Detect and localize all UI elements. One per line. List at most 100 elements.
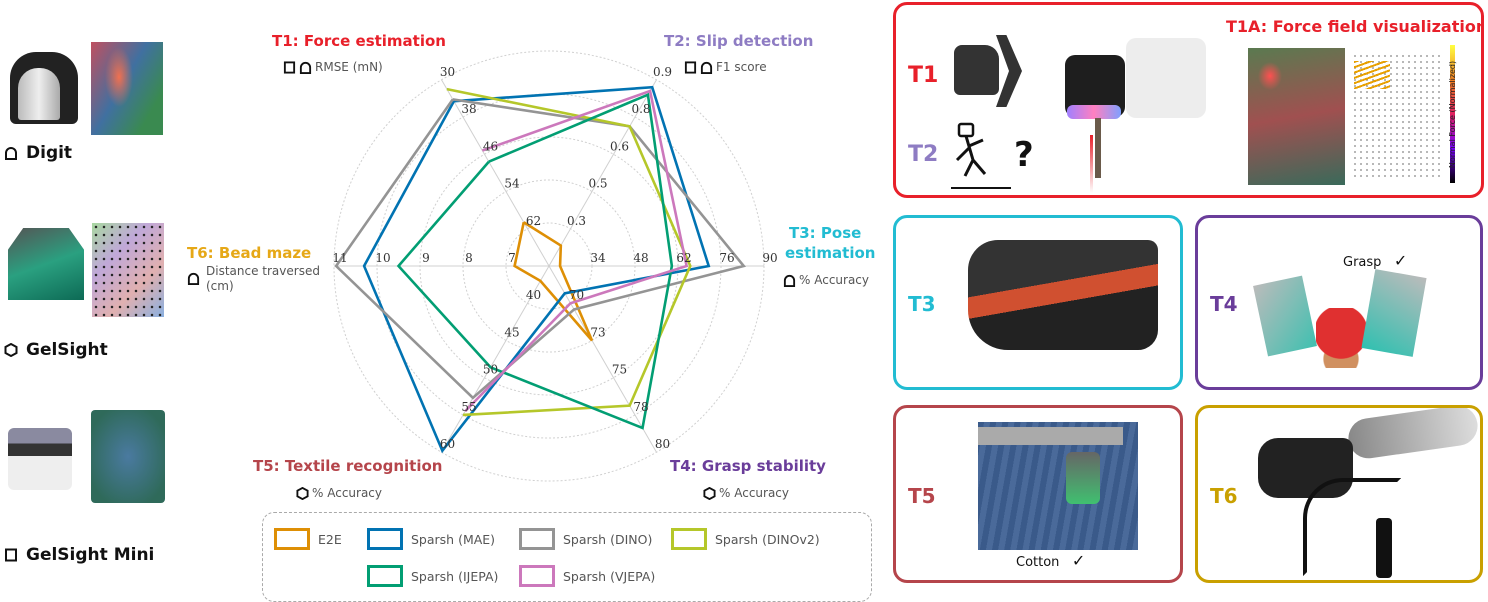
cotton-caption: Cotton ✓ [1016,551,1085,570]
tick-label: 90 [762,251,777,265]
tick-label: 0.3 [567,214,586,228]
gripper-left-photo [1253,276,1317,357]
legend-item-ijepa: Sparsh (IJEPA) [367,565,498,587]
tick-label: 62 [676,251,691,265]
bead-maze-base-photo [1376,518,1392,578]
digit-arch-icon [783,274,796,287]
hexagon-icon [703,487,716,500]
tick-label: 46 [483,139,498,153]
t6-metric: Distance traversed (cm) [187,264,320,294]
force-arrow-icon [1090,135,1093,193]
hexagon-icon [4,343,18,357]
series-line-sparsh-ijepa [399,95,672,428]
panel-t5: T5 Cotton ✓ [893,405,1183,583]
tick-label: 0.6 [610,139,629,153]
tick-label: 0.5 [588,177,607,191]
sensor-label: GelSight Mini [4,545,154,565]
t4-metric: % Accuracy [703,486,789,500]
tick-label: 0.8 [631,102,650,116]
legend-swatch [519,528,555,550]
textile-photo [978,422,1138,550]
legend-item-mae: Sparsh (MAE) [367,528,495,550]
tick-label: 60 [440,437,455,451]
panel-t1a-title: T1A: Force field visualization [1226,17,1484,36]
t3-metric: % Accuracy [783,273,869,287]
tick-label: 70 [569,288,584,302]
digit-arch-icon [299,61,312,74]
gelsight-tactile-image [92,223,164,317]
tick-label: 10 [375,251,390,265]
digit-arch-icon [700,61,713,74]
legend-item-dino: Sparsh (DINO) [519,528,652,550]
legend-swatch [367,528,403,550]
digit-arch-icon [4,146,18,160]
hexagon-icon [296,487,309,500]
gelsight-sensor-photo [8,228,84,300]
force-tactile-image [1248,48,1345,185]
tick-label: 45 [504,325,519,339]
square-icon [684,61,697,74]
tick-label: 30 [440,65,455,79]
legend-swatch [519,565,555,587]
legend-swatch [274,528,310,550]
panel-t3: T3 [893,215,1183,390]
grasp-caption: Grasp ✓ [1343,251,1407,270]
square-icon [283,61,296,74]
colorbar-label: Normal Force (Normalized) [1448,61,1457,168]
slipping-robot-icon [951,120,1011,192]
panel-label-t4: T4 [1210,292,1238,316]
tick-label: 78 [633,400,648,414]
t3-axis-title: T3: Pose estimation [785,223,875,263]
panel-label-t5: T5 [908,484,936,508]
tick-label: 38 [461,102,476,116]
gelsight-mini-photo [8,428,72,490]
tick-label: 9 [422,251,430,265]
t6-axis-title: T6: Bead maze [187,244,311,262]
panel-label-t3: T3 [908,292,936,316]
panel-t4: T4 Grasp ✓ [1195,215,1483,390]
tick-label: 0.9 [653,65,672,79]
legend-item-e2e: E2E [274,528,342,550]
gelsight-mini-tactile-image [91,410,165,503]
t5-axis-title: T5: Textile recognition [253,457,442,475]
legend-swatch [367,565,403,587]
tick-label: 55 [461,400,476,414]
force-field-vector-plot [1352,53,1442,181]
tick-label: 75 [612,363,627,377]
tick-label: 54 [504,177,520,191]
panel-t6: T6 [1195,405,1483,583]
panel-label-t2: T2 [908,142,938,167]
t2-metric: F1 score [684,60,767,74]
robot-arm-photo [1346,405,1480,461]
angry-bird-toy-photo [1316,308,1366,368]
t1-metric: RMSE (mN) [283,60,383,74]
digit-tactile-image [91,42,163,135]
t5-metric: % Accuracy [296,486,382,500]
chevron-icon [996,35,1022,107]
t1-axis-title: T1: Force estimation [272,32,446,50]
tick-label: 40 [526,288,541,302]
panel-label-t6: T6 [1210,484,1238,508]
t2-axis-title: T2: Slip detection [664,32,813,50]
tick-label: 80 [655,437,670,451]
panel-label-t1: T1 [908,63,938,88]
check-icon: ✓ [1394,251,1407,270]
legend-item-vjepa: Sparsh (VJEPA) [519,565,655,587]
tick-label: 7 [508,251,516,265]
digit-arch-icon [187,272,200,285]
pinch-hand-icon [954,45,999,95]
t4-axis-title: T4: Grasp stability [670,457,826,475]
robot-hand-drill-photo [968,240,1158,350]
tick-label: 62 [526,214,541,228]
square-icon [4,548,18,562]
digit-on-robot-photo [1061,33,1201,133]
series-line-e2e [515,222,592,340]
sensor-label: Digit [4,143,72,163]
check-icon: ✓ [1072,551,1085,570]
sensor-label: GelSight [4,340,108,360]
tick-label: 73 [590,325,605,339]
tick-label: 8 [465,251,473,265]
panel-t1-t2: T1 T2 ? T1A: Force field visualization N… [893,2,1484,198]
chart-legend: E2E Sparsh (MAE) Sparsh (DINO) Sparsh (D… [262,512,872,602]
gripper-right-photo [1361,269,1426,357]
